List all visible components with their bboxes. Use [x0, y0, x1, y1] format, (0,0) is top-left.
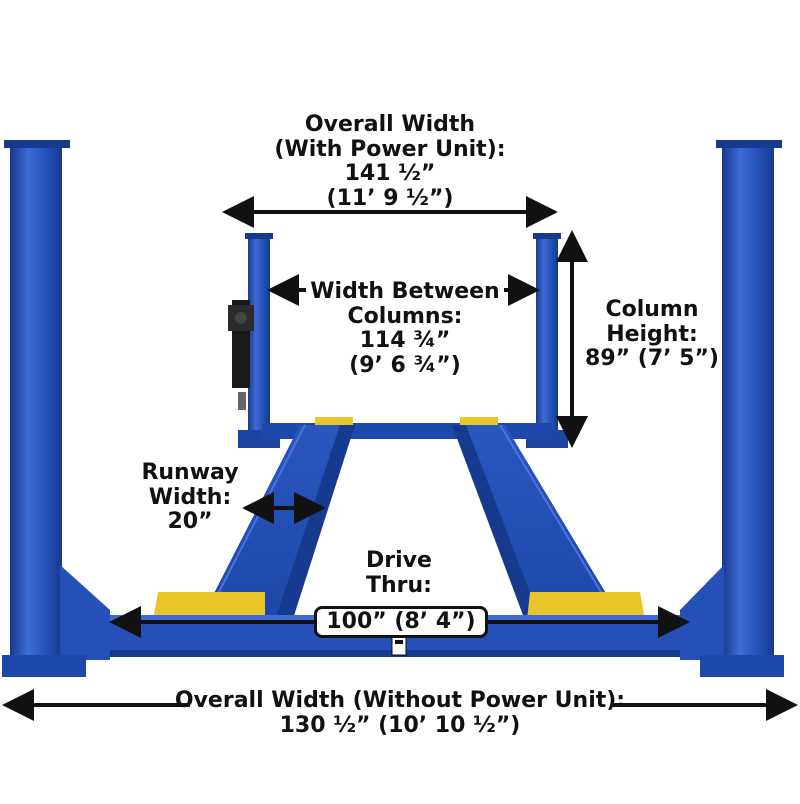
- front-left-column: [2, 140, 110, 677]
- overall-width-without-power-label: Overall Width (Without Power Unit): 130 …: [174, 688, 626, 738]
- power-unit-icon: [228, 300, 254, 410]
- overall-width-with-power-label: Overall Width (With Power Unit): 141 ½” …: [274, 112, 506, 211]
- width-between-columns-label: Width Between Columns: 114 ¾” (9’ 6 ¾”): [296, 279, 514, 379]
- rear-left-stop: [315, 417, 353, 425]
- runway-width-label: Runway Width: 20”: [141, 460, 239, 535]
- rear-right-stop: [460, 417, 498, 425]
- front-right-column: [680, 140, 784, 677]
- warning-sticker-icon: [391, 636, 407, 656]
- drive-thru-label: Drive Thru:: [366, 548, 432, 598]
- rear-left-column: [238, 233, 280, 448]
- rear-right-column: [526, 233, 568, 448]
- drive-thru-value-box: 100” (8’ 4”): [314, 606, 488, 638]
- column-height-label: Column Height: 89” (7’ 5”): [585, 297, 719, 372]
